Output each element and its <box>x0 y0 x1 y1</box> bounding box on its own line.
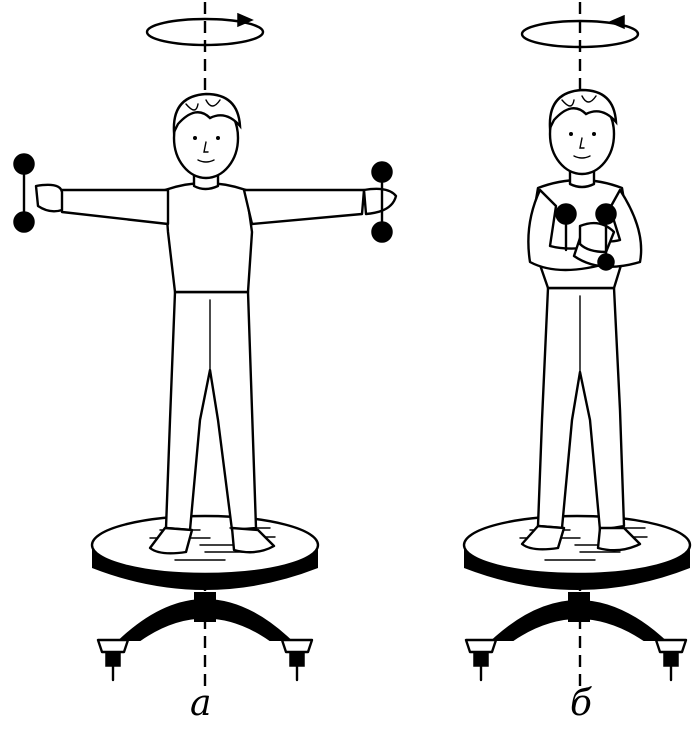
person-legs <box>150 292 274 553</box>
rotating-disk <box>92 516 318 590</box>
dumbbell-left <box>14 154 34 232</box>
panel-a-caption: a <box>190 684 211 724</box>
panel-a <box>14 2 396 690</box>
panel-b <box>464 2 690 690</box>
person-head <box>174 94 240 189</box>
stool-base <box>466 592 686 680</box>
rotating-disk <box>464 516 690 590</box>
person-head <box>550 90 616 187</box>
person-torso <box>165 183 252 292</box>
panel-b-caption: б <box>570 684 592 724</box>
person-legs <box>522 288 640 550</box>
